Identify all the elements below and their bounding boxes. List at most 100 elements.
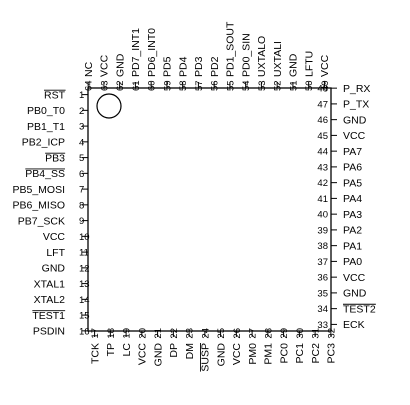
pin-number: 9 <box>79 216 84 227</box>
pin-label: PD3 <box>193 56 205 77</box>
pin-number: 25 <box>216 328 227 339</box>
pin-label: GND <box>114 53 126 77</box>
pins-top-side: 49VCC50LFTU51GND52UXTALI53UXTALO54PD0_SI… <box>83 21 331 91</box>
pin-number: 34 <box>317 304 328 315</box>
pin-label: PB5_MOSI <box>12 184 65 196</box>
pin-label: PD4 <box>177 56 189 77</box>
pin-label: PD7_INT1 <box>130 28 142 77</box>
pin-number: 51 <box>288 80 299 91</box>
pin-label: VCC <box>43 231 66 243</box>
pin-number: 48 <box>317 84 328 95</box>
pin-number: 19 <box>122 328 133 339</box>
pin-label: PC2 <box>310 343 322 364</box>
pin-number: 16 <box>79 326 90 337</box>
pin-label: UXTALI <box>272 41 284 77</box>
pin-label: TEST2 <box>343 303 376 315</box>
pin-number: 6 <box>79 169 84 180</box>
pin-number: 3 <box>79 122 84 133</box>
pin-label: P_RX <box>343 83 370 95</box>
pin-number: 43 <box>317 162 328 173</box>
pin-label: PA6 <box>343 162 362 174</box>
pin-3: 3 PB1_T1 <box>27 121 88 133</box>
pin-label: DM <box>184 343 196 359</box>
pin-label: VCC <box>137 343 149 366</box>
pin-number: 27 <box>248 328 259 339</box>
pin-number: 53 <box>257 80 268 91</box>
pin-label: SUSP <box>200 343 212 372</box>
pin-number: 24 <box>200 328 211 339</box>
pin-number: 30 <box>295 328 306 339</box>
pin-label: XTAL1 <box>34 278 65 290</box>
pin-label: PD5 <box>162 56 174 77</box>
pin-label: PC0 <box>278 343 290 364</box>
pin-number: 26 <box>232 328 243 339</box>
pin-number: 38 <box>317 241 328 252</box>
pin-8: 8 PB6_MISO <box>12 200 88 212</box>
pin-label: PB0_T0 <box>27 105 65 117</box>
pin-number: 11 <box>79 248 89 259</box>
pin-label: VCC <box>231 343 243 366</box>
pin-label: LFT <box>46 247 65 259</box>
pin-label: PB6_MISO <box>12 200 65 212</box>
pin-label: PM1 <box>263 343 275 365</box>
pin-number: 56 <box>210 80 221 91</box>
pin-label: PA7 <box>343 146 362 158</box>
pin-15: 15 TEST1 <box>32 310 90 322</box>
pin-label: PA4 <box>343 193 362 205</box>
pin1-marker-dot <box>96 93 122 119</box>
pins-bottom-side: 17TCK18TP19LC20VCC21GND22DP23DM24SUSP25G… <box>89 328 338 372</box>
pin-48: 48 P_RX <box>317 83 370 95</box>
pin-label: LFTU <box>303 51 315 77</box>
pin-number: 33 <box>317 320 328 331</box>
pin-label: PB1_T1 <box>27 121 65 133</box>
pin-number: 55 <box>225 80 236 91</box>
pin-label: LC <box>121 343 133 357</box>
pin-number: 32 <box>326 328 337 339</box>
pin-number: 20 <box>137 328 148 339</box>
pin-number: 41 <box>317 194 328 205</box>
pin-label: PD6_INT0 <box>146 28 158 77</box>
pin-number: 49 <box>320 80 331 91</box>
pin-number: 14 <box>79 295 90 306</box>
pin-number: 8 <box>79 200 84 211</box>
pin-label: PB3 <box>45 152 65 164</box>
pin-number: 15 <box>79 311 90 322</box>
pin-number: 47 <box>317 99 328 110</box>
pin-number: 46 <box>317 115 328 126</box>
pin-number: 42 <box>317 178 328 189</box>
pin-label: GND <box>288 53 300 77</box>
pin-number: 21 <box>153 328 164 339</box>
pin-label: GND <box>152 343 164 367</box>
pin-number: 54 <box>241 80 252 91</box>
pin-number: 59 <box>162 80 173 91</box>
pin-label: VCC <box>343 130 366 142</box>
pin-label: TEST1 <box>32 310 65 322</box>
